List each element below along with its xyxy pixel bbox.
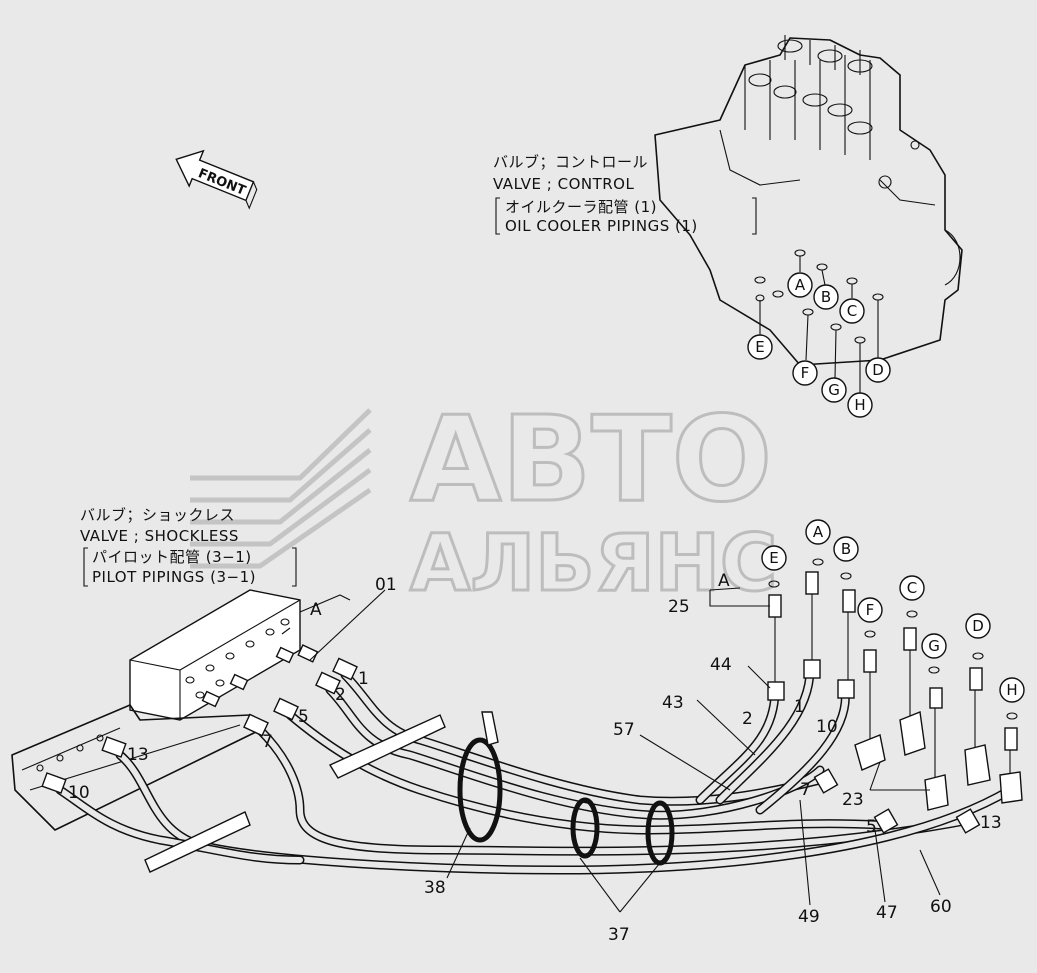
- hose-port-h: H: [1006, 681, 1017, 699]
- callout-a-left: A: [310, 600, 322, 620]
- hose-port-f: F: [866, 601, 875, 619]
- hose-port-g: G: [928, 637, 940, 655]
- hose-numbers: 1 2 5 7 13 10 2 1 10 7 5 13: [68, 669, 1002, 837]
- hose-end-port-circles: A B C D E F G H: [761, 519, 1025, 720]
- hose-number-5-right: 5: [866, 817, 877, 837]
- port-b-label: B: [821, 288, 831, 306]
- callout-60: 60: [930, 897, 952, 917]
- callouts: 01 A A 25 44 43 57 38 37 49 47 60 23: [310, 571, 952, 945]
- hose-number-7-left: 7: [262, 732, 273, 752]
- port-e-label: E: [755, 338, 764, 356]
- clamp-plate-lower: [144, 811, 251, 873]
- hose-port-a: A: [813, 523, 824, 541]
- port-f-label: F: [801, 364, 810, 382]
- callout-25: 25: [668, 597, 690, 617]
- hose-number-7-right: 7: [800, 780, 811, 800]
- hose-port-b: B: [841, 540, 851, 558]
- port-c-label: C: [847, 302, 857, 320]
- clamp-37-left: [570, 797, 600, 859]
- hose-number-2-left: 2: [335, 685, 346, 705]
- control-valve-ref-jp: オイルクーラ配管 (1): [505, 198, 657, 216]
- hose-number-5: 5: [298, 707, 309, 727]
- right-fittings: [767, 571, 1023, 834]
- hose-bundle: [55, 590, 1015, 875]
- hose-port-e: E: [769, 549, 778, 567]
- shockless-valve-label-jp: バルブ；ショックレス: [80, 506, 235, 524]
- callout-37: 37: [608, 925, 630, 945]
- shockless-valve-drawing: [11, 589, 319, 831]
- clamp-plate-upper: [328, 714, 446, 779]
- port-g-label: G: [828, 381, 840, 399]
- port-a-label: A: [795, 276, 806, 294]
- control-valve-drawing: [654, 35, 963, 394]
- valve-port-circles: A B C D E F G H: [747, 272, 891, 418]
- control-valve-label-jp: バルブ；コントロール: [493, 153, 648, 171]
- callout-43: 43: [662, 693, 684, 713]
- callout-57: 57: [613, 720, 635, 740]
- callout-a-right: A: [718, 571, 730, 591]
- callout-44: 44: [710, 655, 732, 675]
- port-d-label: D: [872, 361, 884, 379]
- front-arrow-icon: FRONT: [175, 149, 258, 210]
- watermark-logo-stripes: [190, 408, 372, 569]
- callout-01: 01: [375, 575, 397, 595]
- left-fittings: [41, 657, 358, 794]
- hose-port-c: C: [907, 579, 917, 597]
- watermark-line2: АЛЬЯНС: [410, 519, 777, 609]
- hose-number-2-right: 2: [742, 709, 753, 729]
- hose-number-13-left: 13: [127, 745, 149, 765]
- hose-number-1-right: 1: [794, 697, 805, 717]
- port-h-label: H: [854, 396, 865, 414]
- shockless-valve-ref-en: PILOT PIPINGS (3−1): [92, 568, 256, 586]
- hose-port-d: D: [972, 617, 984, 635]
- shockless-valve-ref-jp: パイロット配管 (3−1): [92, 548, 252, 566]
- hose-number-13-right: 13: [980, 813, 1002, 833]
- callout-leaders: [281, 587, 941, 913]
- hose-number-1-left: 1: [358, 669, 369, 689]
- callout-38: 38: [424, 878, 446, 898]
- callout-47: 47: [876, 903, 898, 923]
- shockless-valve-label-en: VALVE ; SHOCKLESS: [80, 527, 239, 545]
- callout-49: 49: [798, 907, 820, 927]
- callout-23: 23: [842, 790, 864, 810]
- tie-band-38: [457, 711, 503, 843]
- watermark: АВТО АЛЬЯНС: [190, 389, 779, 611]
- hose-number-10-right: 10: [816, 717, 838, 737]
- control-valve-ref-en: OIL COOLER PIPINGS (1): [505, 217, 698, 235]
- watermark-line1: АВТО: [410, 390, 772, 528]
- hose-number-10-left: 10: [68, 783, 90, 803]
- control-valve-label-en: VALVE ; CONTROL: [493, 175, 634, 193]
